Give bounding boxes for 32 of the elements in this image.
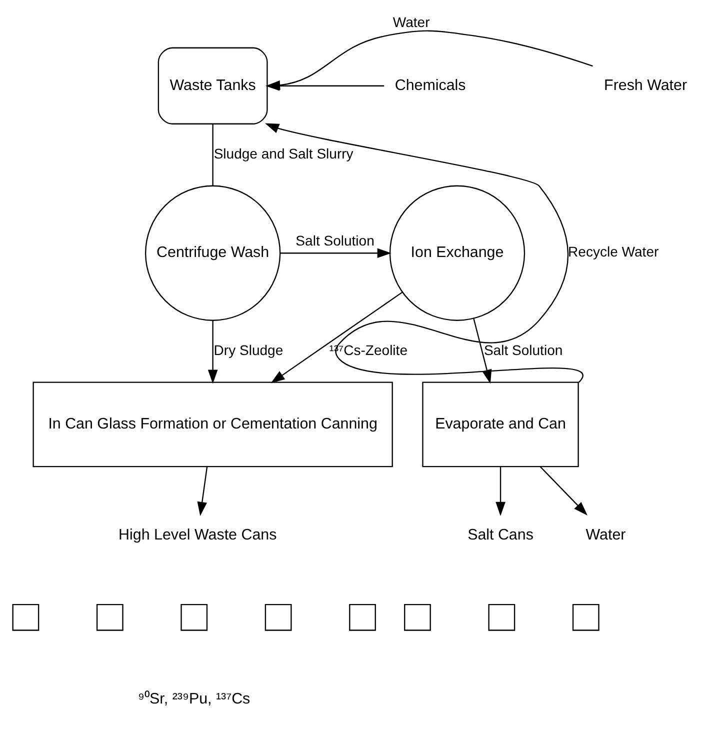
node-box: [349, 603, 376, 630]
node-box: Evaporate and Can: [422, 381, 579, 467]
edge-label: Recycle Water: [568, 243, 659, 260]
arrow: [496, 466, 506, 516]
edge-label: Sludge and Salt Slurry: [214, 144, 354, 161]
node-box: [180, 603, 208, 630]
node-box: [488, 603, 516, 630]
node-text: Fresh Water: [604, 76, 688, 94]
node-box: [264, 603, 292, 630]
edge-label: Salt Solution: [296, 232, 374, 248]
node-circle: Ion Exchange: [389, 184, 526, 320]
arrow: [540, 466, 588, 515]
node-box: [404, 603, 431, 630]
edge-label: Salt Solution: [484, 341, 563, 358]
arrow: [208, 320, 218, 384]
node-text: High Level Waste Cans: [118, 526, 277, 544]
connector: [212, 124, 214, 186]
edge-label: Water: [392, 13, 430, 30]
arrow: [280, 248, 392, 258]
arrow: [270, 291, 403, 383]
arrow: [197, 466, 208, 516]
node-text: Chemicals: [394, 76, 466, 94]
node-box: [12, 603, 40, 630]
node-text: Salt Cans: [468, 526, 534, 544]
node-box: Waste Tanks: [158, 46, 268, 124]
label: ⁹⁰Sr, ²³⁹Pu, ¹³⁷Cs: [138, 690, 250, 707]
node-box: In Can Glass Formation or Cementation Canning: [32, 381, 393, 467]
node-box: [572, 603, 600, 630]
edge-label: Dry Sludge: [214, 341, 284, 358]
node-text: Water: [586, 526, 626, 544]
node-box: [96, 603, 124, 630]
node-circle: Centrifuge Wash: [144, 184, 281, 320]
